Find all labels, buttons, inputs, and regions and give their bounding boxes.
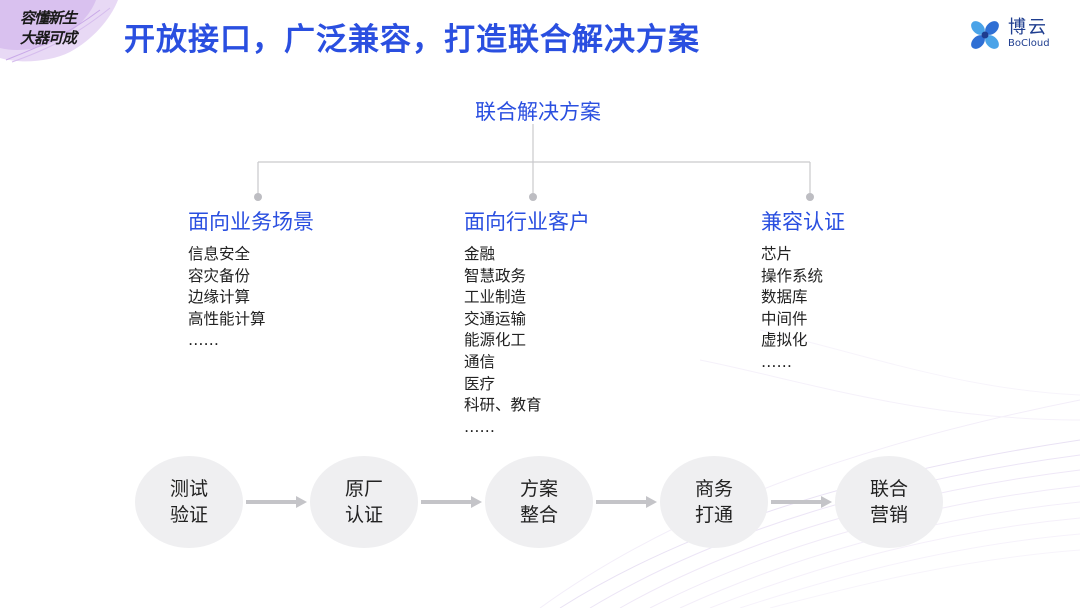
list-item: 容灾备份 [188,266,251,285]
flow-step-label: 测试验证 [169,478,208,526]
flow-step-label: 方案整合 [519,478,558,526]
list-item: 智慧政务 [464,266,527,285]
list-item: 芯片 [761,245,793,263]
list-item: 信息安全 [188,245,251,263]
branch-title: 兼容认证 [761,210,845,234]
grey-dot-icon [806,193,814,201]
flow-step-business-connect: 商务打通 [660,456,768,548]
flow-step-label: 商务打通 [694,478,733,526]
branch-compatibility-certification: 兼容认证 芯片 操作系统 数据库 中间件 虚拟化 …… [761,208,845,374]
purple-splash-decoration [0,0,118,63]
branch-list: 信息安全 容灾备份 边缘计算 高性能计算 …… [188,244,314,352]
list-item: 交通运输 [464,309,527,328]
brand-calligraphy: 容懂新生 大器可成 [20,9,77,47]
branch-industry-customers: 面向行业客户 金融 智慧政务 工业制造 交通运输 能源化工 通信 医疗 科研、教… [464,208,590,438]
list-item: …… [188,331,219,350]
list-item: …… [464,417,495,436]
page-title: 开放接口，广泛兼容，打造联合解决方案 [124,22,700,58]
bocloud-cross-logo-icon [971,21,999,49]
branch-title: 面向行业客户 [464,210,590,234]
event-brand-mark: 容懂新生 大器可成 [0,0,118,64]
list-item: 数据库 [761,288,808,307]
right-arrow-icon [596,496,657,508]
list-item: 操作系统 [761,266,824,285]
list-item: 虚拟化 [761,331,808,350]
right-arrow-icon [246,496,307,508]
flow-step-label: 原厂认证 [344,478,383,526]
grey-dot-icon [254,193,262,201]
list-item: 医疗 [464,374,496,393]
flow-step-vendor-cert: 原厂认证 [310,456,418,548]
branch-title: 面向业务场景 [188,210,314,234]
right-arrow-icon [771,496,832,508]
company-logo: 博云 BoCloud [968,18,1068,54]
list-item: 能源化工 [464,331,527,350]
right-arrow-icon [421,496,482,508]
branch-list: 金融 智慧政务 工业制造 交通运输 能源化工 通信 医疗 科研、教育 …… [464,244,590,438]
list-item: 工业制造 [464,288,527,307]
list-item: 通信 [464,352,496,371]
grey-dot-icon [529,193,537,201]
flow-step-test-verify: 测试验证 [135,456,243,548]
flow-step-joint-marketing: 联合营销 [835,456,943,548]
logo-english-name: BoCloud [1008,38,1050,49]
list-item: …… [761,352,792,371]
logo-chinese-name: 博云 [1008,17,1048,38]
flow-step-label: 联合营销 [869,478,908,526]
list-item: 中间件 [761,309,808,328]
list-item: 边缘计算 [188,288,251,307]
branch-list: 芯片 操作系统 数据库 中间件 虚拟化 …… [761,244,845,374]
branch-business-scenarios: 面向业务场景 信息安全 容灾备份 边缘计算 高性能计算 …… [188,208,314,352]
flow-step-solution-integration: 方案整合 [485,456,593,548]
list-item: 金融 [464,245,496,263]
list-item: 科研、教育 [464,396,542,415]
list-item: 高性能计算 [188,309,266,328]
root-node-label: 联合解决方案 [475,100,601,124]
